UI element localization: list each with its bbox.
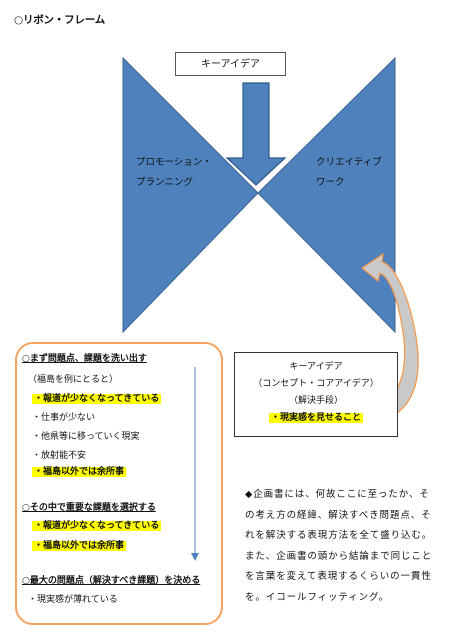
section2-heading: ○その中で重要な課題を選択する [22, 503, 156, 513]
selected-item-text: ・報道が少なくなってきている [32, 521, 162, 531]
flow-line-arrowhead [191, 553, 199, 561]
issue-item: ・放射能不安 [32, 449, 86, 463]
final-item: ・現実感が薄れている [28, 595, 118, 605]
issue-item-text: ・仕事が少ない [32, 413, 96, 423]
right-wing [257, 56, 396, 334]
left-wing [122, 56, 259, 334]
right-wing-label: クリエイティブ ワーク [316, 153, 382, 193]
issue-item: ・仕事が少ない [32, 411, 95, 425]
concept-highlight: ・現実感を見せること [268, 413, 363, 423]
section3-heading: ○最大の問題点（解決すべき課題）を決める [22, 576, 201, 586]
issue-item-text: ・放射能不安 [32, 451, 87, 461]
page-title: ○リボン・フレーム [14, 14, 106, 26]
right-wing-line-2: ワーク [316, 177, 345, 188]
example-note: （福島を例にとると） [28, 375, 119, 385]
issue-item: ・福島以外では余所事 [32, 465, 127, 479]
concept-method: （解決手段） [288, 396, 343, 406]
issue-item-text: ・報道が少なくなってきている [32, 394, 162, 404]
left-wing-label: プロモーション・ プランニング [136, 153, 212, 193]
right-wing-line-1: クリエイティブ [316, 157, 382, 168]
issue-item: ・報道が少なくなってきている [32, 392, 162, 406]
selected-item-text: ・福島以外では余所事 [32, 541, 127, 551]
issue-item: ・他県等に移っていく現実 [32, 430, 140, 444]
planning-note: ◆企画書には、何故ここに至ったか、その考え方の経緯、解決すべき問題点、それを解決… [245, 489, 433, 603]
concept-subtitle: （コンセプト・コアアイデア） [253, 379, 379, 389]
down-arrow [225, 82, 287, 186]
selected-item: ・報道が少なくなってきている [32, 519, 162, 533]
selected-item: ・福島以外では余所事 [32, 539, 127, 553]
curved-arrow [360, 252, 419, 421]
left-wing-line-1: プロモーション・ [136, 157, 212, 168]
section1-heading: ○まず問題点、課題を洗い出す [22, 354, 147, 364]
concept-title: キーアイデア [289, 362, 343, 372]
issue-item-text: ・他県等に移っていく現実 [32, 432, 140, 442]
left-wing-line-2: プランニング [136, 177, 194, 188]
key-idea-box: キーアイデア [175, 52, 286, 76]
problem-panel [15, 342, 223, 625]
issue-item-text: ・福島以外では余所事 [32, 467, 127, 477]
concept-box: キーアイデア （コンセプト・コアアイデア） （解決手段） ・現実感を見せること [234, 352, 398, 437]
